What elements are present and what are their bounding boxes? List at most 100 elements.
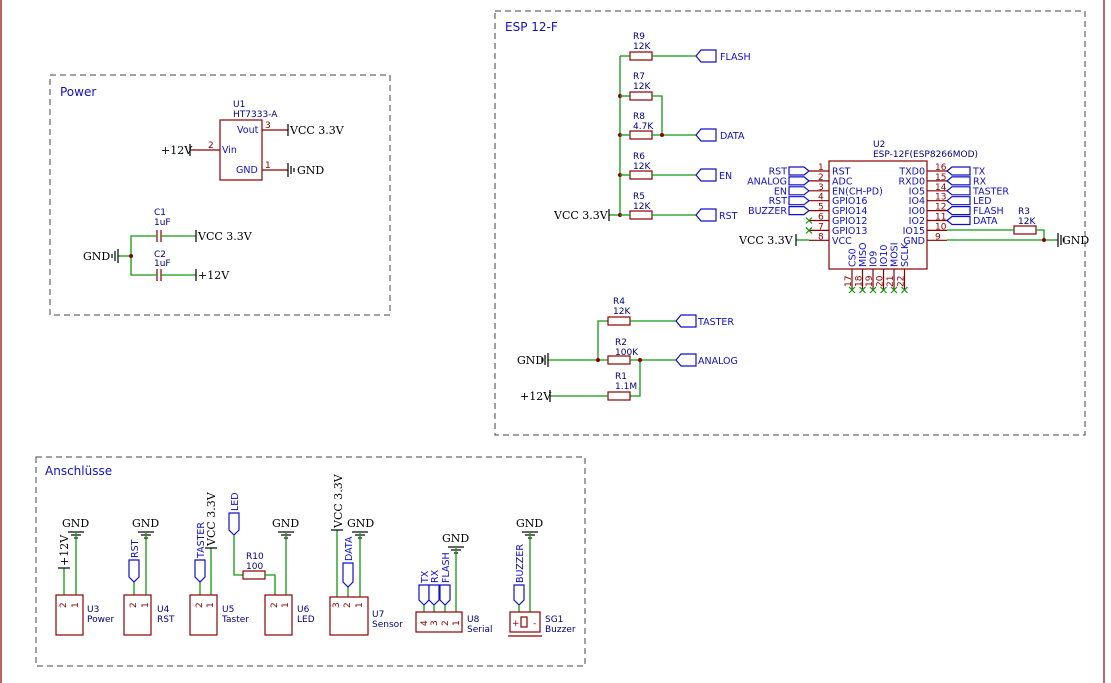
divider-12v-net: +12V (520, 390, 552, 403)
u2-right-pin-label: IO15 (903, 226, 925, 237)
r1-ref: R1 (615, 372, 627, 382)
u2-right-net-label (946, 206, 971, 216)
u8-pin1: 1 (452, 620, 462, 626)
u4-ref: U4 (157, 605, 170, 615)
c1-value: 1uF (154, 218, 171, 228)
resistor-r4[interactable]: R4 12K (607, 297, 631, 326)
u7-gnd-net: GND (347, 517, 374, 530)
esp-frame (494, 10, 1086, 436)
u2-left-pin-num: 4 (818, 193, 824, 203)
no-connect-mark (859, 286, 866, 294)
connector-u6-led[interactable]: GND 2 1 U6 LED (264, 517, 315, 636)
u2-gnd-symbol (1057, 233, 1065, 247)
no-connect-mark (805, 226, 813, 234)
u2-left-net-text: BUZZER (748, 206, 787, 217)
u1-gnd-net: GND (297, 164, 324, 177)
resistor-r7[interactable]: R7 12K (629, 72, 653, 101)
sg1-minus: - (533, 619, 536, 629)
u3-gnd-net: GND (62, 517, 89, 530)
resistor-r8[interactable]: R8 4.7K (629, 112, 654, 140)
u7-pin2: 2 (343, 602, 353, 608)
c1-ref: C1 (154, 208, 166, 218)
u2-left-pin-num: 2 (818, 173, 824, 183)
regulator-u1[interactable]: U1 HT7333-A Vout Vin GND 3 2 1 (190, 100, 288, 181)
resistor-r3[interactable]: R3 12K (1013, 207, 1037, 235)
u4-pin2: 2 (129, 602, 139, 608)
r3-value: 12K (1018, 217, 1036, 227)
u7-data-label: DATA (344, 536, 355, 561)
u2-right-net-label (946, 166, 971, 176)
u2-gnd-net: GND (1062, 234, 1089, 247)
u2-right-pin-label: RXD0 (899, 176, 925, 187)
r9-value: 12K (633, 42, 651, 52)
no-connect-mark (869, 286, 877, 294)
connector-u4-rst[interactable]: GND RST 2 1 U4 RST (123, 517, 175, 636)
r10-led-label: LED (230, 492, 241, 511)
r1-value: 1.1M (615, 382, 637, 392)
svg-text:DATA: DATA (720, 131, 745, 142)
u3-name: Power (87, 615, 115, 625)
u2-left-pin-num: 8 (818, 232, 824, 242)
c2-ref: C2 (154, 250, 166, 260)
u2-left-pin-num: 5 (818, 203, 824, 213)
u4-pin1: 1 (141, 602, 151, 608)
capacitor-c1[interactable]: C1 1uF (154, 208, 171, 242)
r4-ref: R4 (613, 297, 625, 307)
r10-ref: R10 (246, 552, 264, 562)
u2-right-net-text: FLASH (973, 206, 1004, 217)
r6-ref: R6 (633, 152, 645, 162)
capacitor-c2[interactable]: C2 1uF (154, 250, 171, 281)
u2-right-pin-label: IO5 (909, 186, 925, 197)
u2-right-pin-num: 10 (935, 222, 947, 232)
u2-left-net-text: RST (769, 167, 788, 178)
u2-bottom-pin-num: 21 (886, 276, 896, 287)
u2-left-pin-label: GPIO16 (832, 196, 867, 207)
resistor-r5[interactable]: R5 12K (629, 192, 653, 220)
u7-pin1: 1 (355, 602, 365, 608)
u2-left-net-label (788, 196, 810, 206)
resistor-r6[interactable]: R6 12K (629, 152, 653, 180)
sg1-gnd-net: GND (516, 517, 543, 530)
u2-right-pin-num: 9 (935, 232, 941, 242)
u6-pin1: 1 (281, 602, 291, 608)
u2-left-pin-label: GPIO13 (832, 226, 867, 237)
u2-ref: U2 (873, 140, 885, 150)
connector-u5-taster[interactable]: TASTER VCC 3.3V 2 1 U5 Taster (189, 491, 249, 636)
connector-u8-serial[interactable]: GND TX RX FLASH 4 3 2 1 U8 Serial (415, 532, 492, 635)
u8-pin2: 2 (441, 620, 451, 626)
u2-right-pin-label: TXD0 (898, 167, 925, 178)
u2-left-net-label (788, 186, 810, 196)
u2-bottom-pin-label: SCLK (900, 242, 911, 267)
u8-ref: U8 (467, 615, 480, 625)
caps-gnd-symbol (111, 249, 119, 263)
connectors-frame-title: Anschlüsse (45, 464, 112, 478)
divider-gnd-symbol (541, 353, 549, 367)
connector-u3-power[interactable]: GND +12V 2 1 U3 Power (55, 517, 115, 636)
connector-u7-sensor[interactable]: VCC 3.3V DATA GND 3 2 1 U7 Sensor (329, 473, 403, 636)
u2-bottom-pin-label: MOSI (890, 242, 901, 267)
label-data: DATA (695, 128, 745, 142)
resistor-r10[interactable]: LED R10 100 (228, 492, 276, 595)
u2-left-net-label (788, 166, 810, 176)
buzzer-sg1[interactable]: GND BUZZER + - SG1 Buzzer (508, 517, 576, 637)
u5-taster-label: TASTER (196, 522, 207, 559)
u2-right-pin-num: 12 (935, 203, 946, 213)
u2-right-net-text: LED (973, 196, 992, 207)
resistor-r9[interactable]: R9 12K (629, 32, 653, 61)
u2-right-net-label (946, 186, 971, 196)
u1-vcc-net: VCC 3.3V (289, 124, 345, 137)
u2-bottom-pin-label: CS0 (848, 248, 859, 267)
u2-left-net-text: EN (774, 186, 787, 197)
esp-vcc-left-net: VCC 3.3V (553, 209, 609, 222)
u4-name: RST (157, 615, 175, 625)
r2-value: 100K (615, 348, 639, 358)
sg1-name: Buzzer (545, 625, 576, 635)
u2-left-net-label (788, 206, 810, 216)
label-analog: ANALOG (675, 353, 738, 367)
label-rst: RST (695, 208, 738, 222)
u1-vout-label: Vout (237, 125, 259, 136)
svg-text:TASTER: TASTER (697, 317, 734, 328)
u2-body (828, 160, 928, 270)
